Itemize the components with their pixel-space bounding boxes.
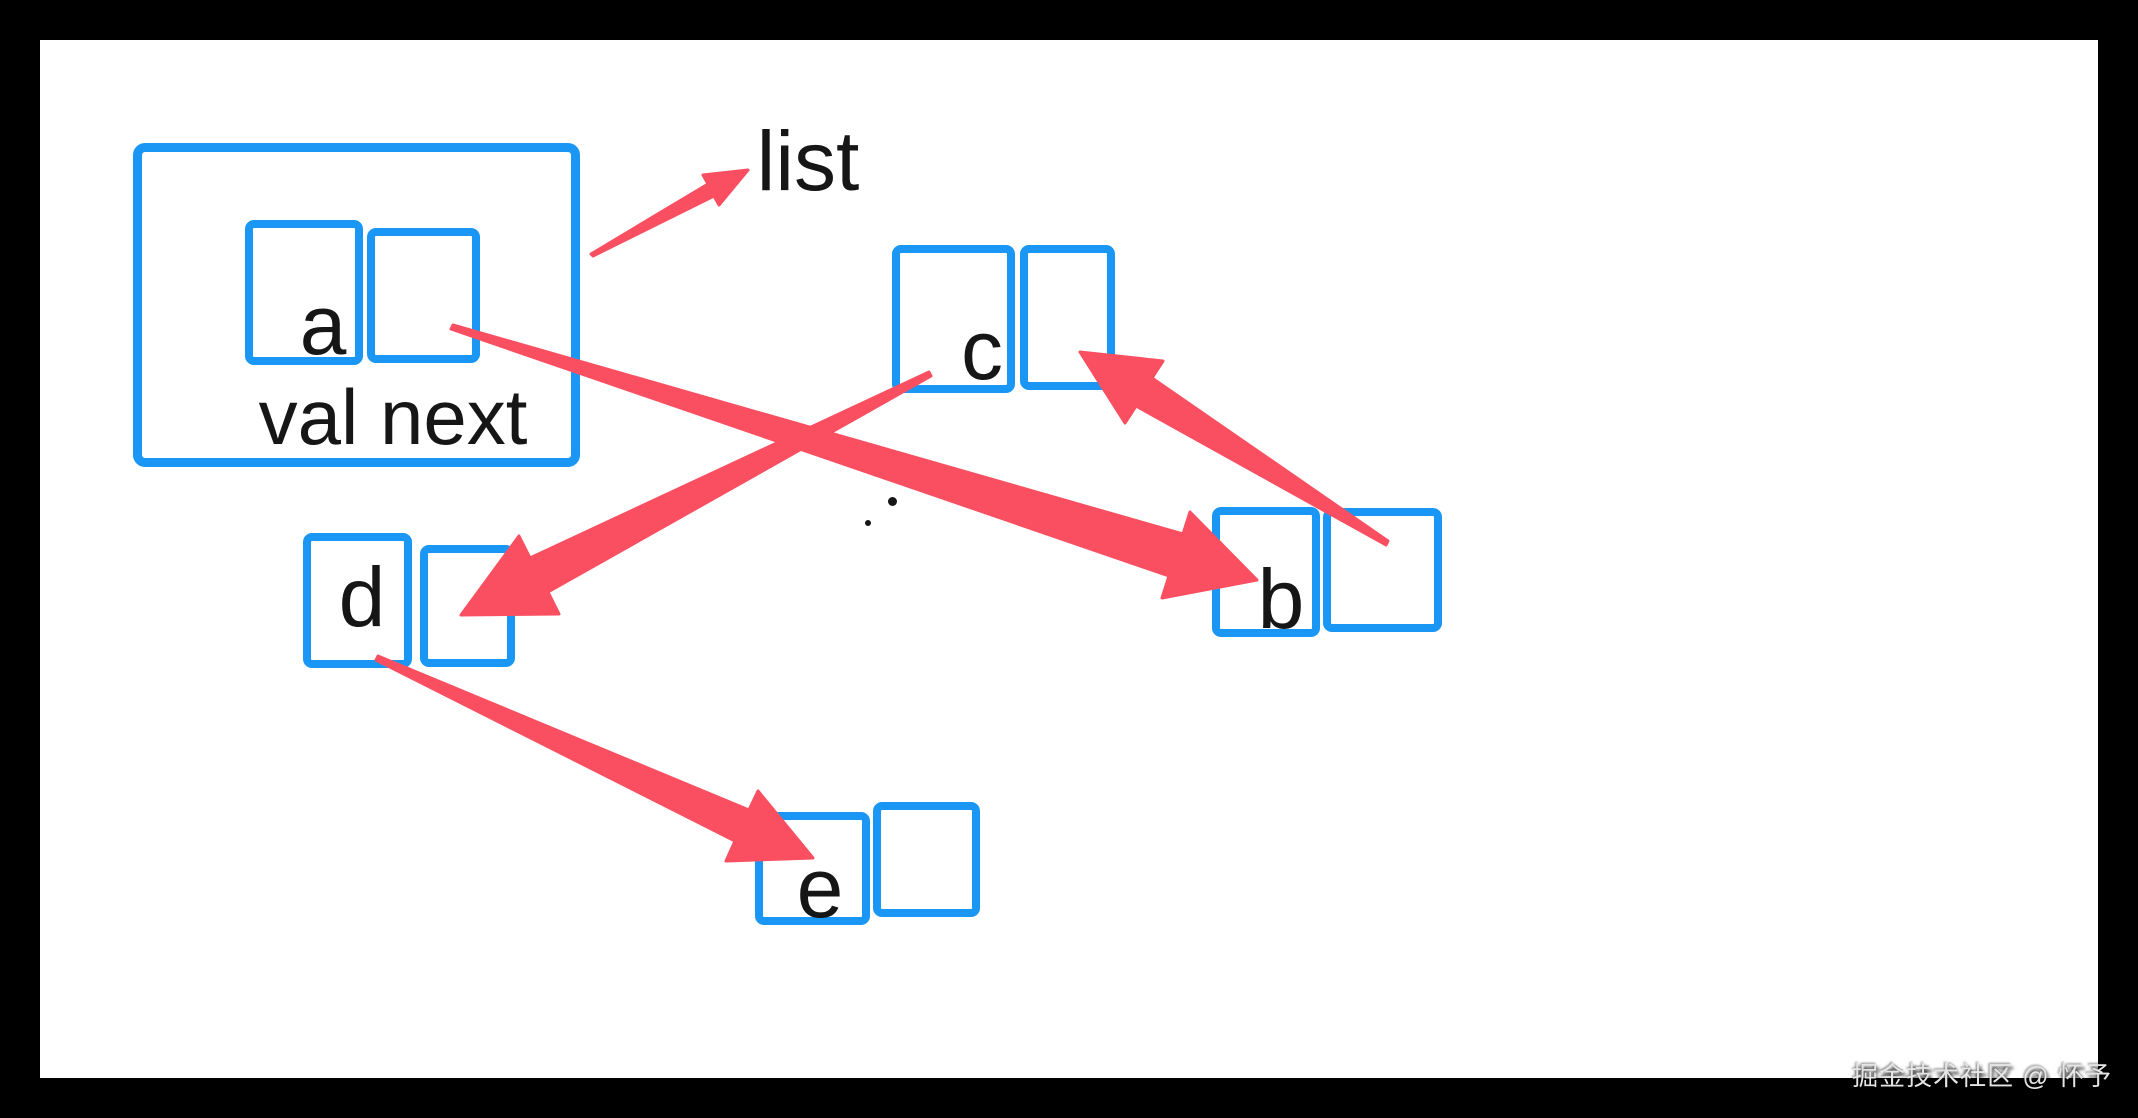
node-a-value: a xyxy=(299,278,347,372)
node-b-next-box xyxy=(1323,508,1442,632)
ink-dot xyxy=(888,497,897,506)
node-c-value: c xyxy=(961,303,1003,397)
list-head-container-box xyxy=(133,143,580,467)
node-d-val-box xyxy=(303,533,412,668)
ink-dot xyxy=(865,520,871,526)
node-d-next-box xyxy=(420,545,515,667)
field-labels-val-next: val next xyxy=(258,373,528,461)
node-d-value: d xyxy=(338,550,386,644)
node-e-next-box xyxy=(873,802,980,917)
watermark: 掘金技术社区 @ 怀予 xyxy=(1852,1061,2112,1091)
node-b-value: b xyxy=(1257,552,1305,646)
node-c-next-box xyxy=(1020,245,1115,390)
node-a-next-box xyxy=(367,228,480,363)
list-pointer-label: list xyxy=(756,114,860,208)
node-e-value: e xyxy=(796,841,844,935)
node-a-val-box xyxy=(245,220,363,365)
